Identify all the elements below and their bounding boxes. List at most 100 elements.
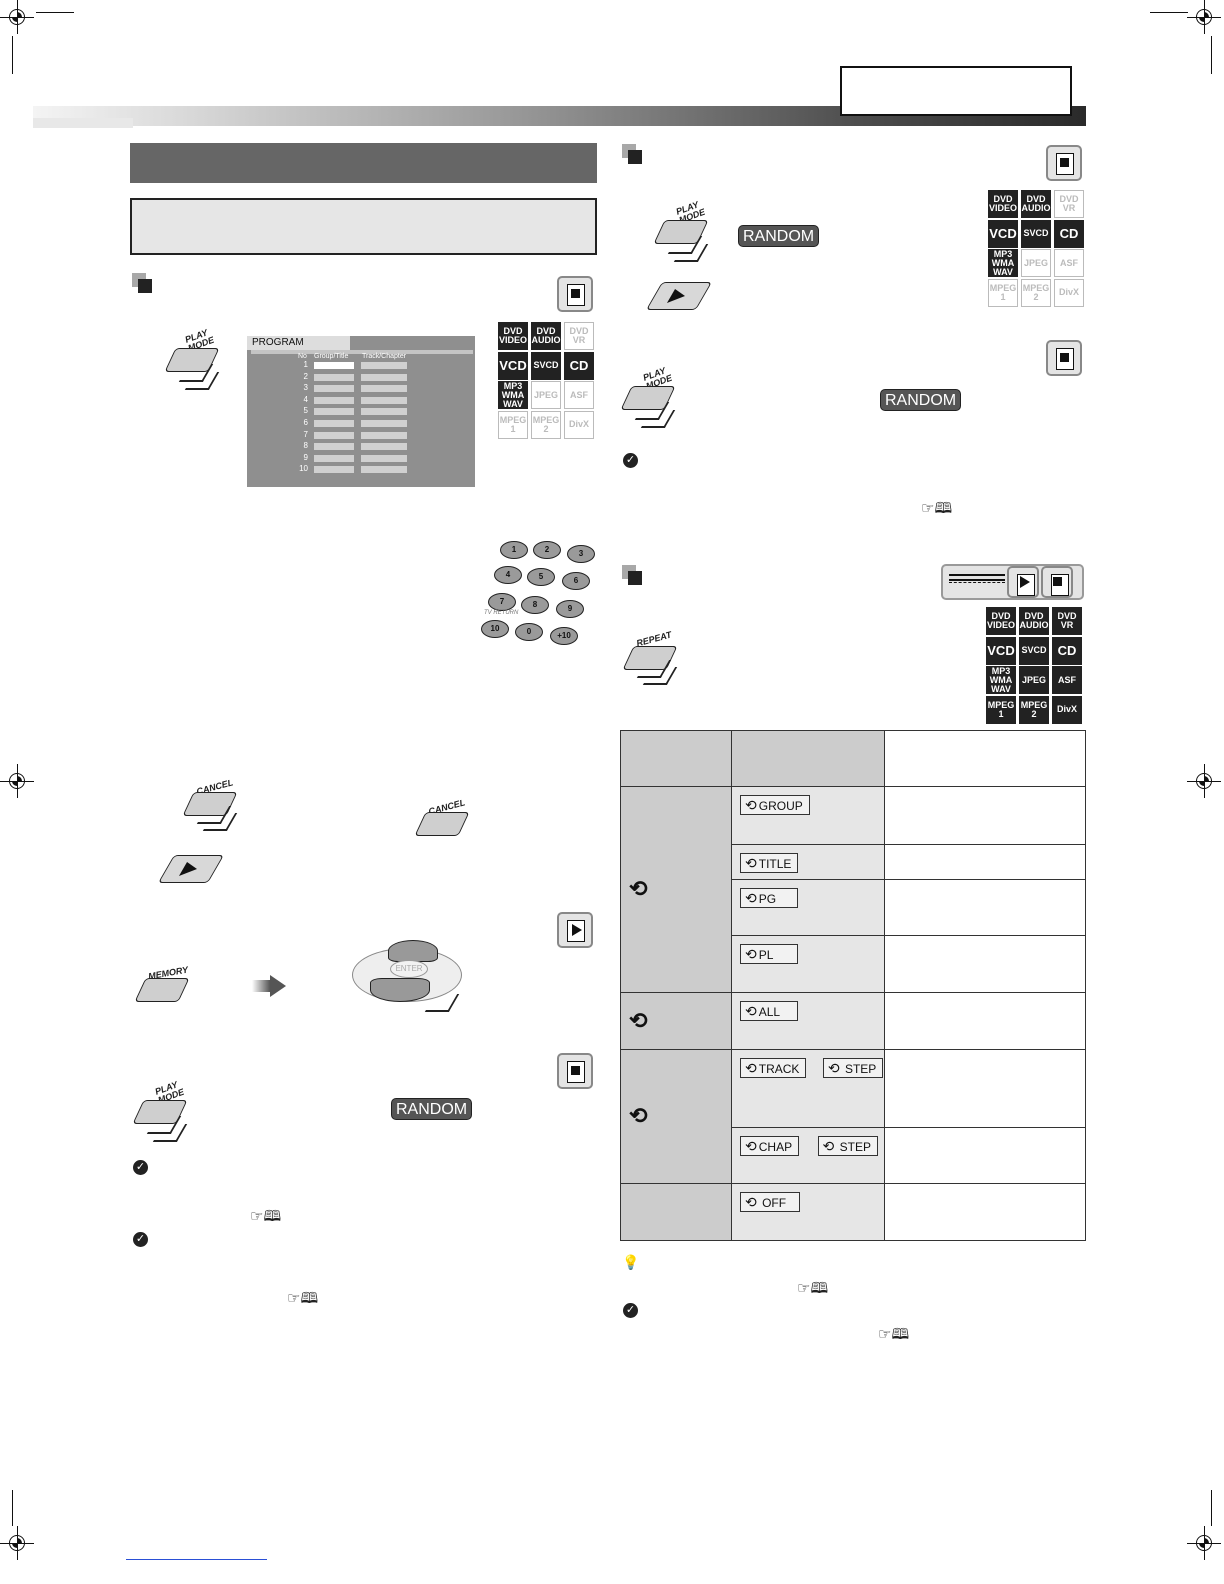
program-group-slot[interactable] [314,454,354,462]
program-track-slot[interactable] [361,396,407,404]
program-track-slot[interactable] [361,466,407,474]
trim-line [1150,12,1188,13]
numeric-key[interactable]: 2 [533,541,561,559]
header-band [33,106,1086,126]
table-cell [884,786,1086,846]
stop-mode-icon [1046,340,1082,376]
tip-icon: 💡 [622,1254,640,1270]
format-badge: DivX [1054,278,1084,307]
program-track-slot[interactable] [361,420,407,427]
table-cell: ⟲PG [731,879,885,937]
dpad-down[interactable] [370,978,430,1002]
play-button[interactable] [645,282,713,310]
footer-link-line [126,1559,267,1560]
program-screen-tab [247,336,350,350]
registration-mark-top-right [1187,0,1221,34]
program-row-number: 8 [303,441,308,451]
repeat-icon: ⟲ [745,1059,757,1076]
numeric-key[interactable]: 4 [494,566,522,584]
program-group-slot[interactable] [314,373,354,381]
program-track-slot[interactable] [361,385,407,393]
numeric-key[interactable]: 0 [515,623,543,641]
tv-return-label: TV RETURN [484,610,519,616]
program-group-slot[interactable] [314,396,354,404]
repeat-off-text: OFF [762,1195,787,1210]
format-badge: MP3 WMA WAV [988,249,1018,277]
section-intro-box [130,198,597,255]
cancel-button-small[interactable]: CANCEL [414,797,474,836]
program-track-slot[interactable] [361,431,407,439]
table-cell: ⟲TITLE [731,844,885,881]
play-mode-icon [1007,566,1039,598]
stop-mode-icon [557,276,593,312]
subsection-bullet-repeat [622,565,642,585]
table-header-cell [620,729,732,788]
program-row-number: 10 [299,464,308,474]
program-track-slot[interactable] [361,408,407,416]
format-badge: ASF [564,381,594,409]
trim-line [36,12,74,13]
program-row-number: 5 [303,406,308,416]
arrow-right-icon [252,975,288,997]
header-band-light [33,118,133,128]
format-badge: DVD AUDIO [1021,190,1051,218]
program-col-no: No [298,353,307,360]
repeat-step-label: ⟲ STEP [817,1135,878,1156]
repeat-chap-label: ⟲CHAP [740,1135,800,1156]
repeat-icon: ⟲ [745,1137,757,1154]
repeat-all-text: ALL [758,1004,781,1019]
format-badge: SVCD [1021,219,1051,248]
numeric-key[interactable]: +10 [550,627,578,645]
dpad-up[interactable] [388,940,438,962]
format-badge: MPEG 1 [986,695,1016,724]
numeric-key[interactable]: 6 [562,572,590,590]
registration-mark-mid-right [1187,764,1221,798]
numeric-key[interactable]: 3 [567,545,595,563]
numeric-key[interactable]: 5 [527,568,555,586]
format-badge: CD [1054,219,1084,248]
repeat-button[interactable]: REPEAT [622,630,682,686]
repeat-icon: ⟲ [822,1137,835,1154]
numeric-key[interactable]: 7 [488,593,516,611]
cancel-button[interactable]: CANCEL [182,777,242,832]
format-badge: JPEG [1021,249,1051,277]
program-group-slot[interactable] [314,431,354,439]
numeric-key[interactable]: 10 [481,620,509,638]
repeat-title-text: TITLE [758,857,792,872]
program-group-slot[interactable] [314,408,354,416]
numeric-key[interactable]: 9 [556,600,584,618]
program-group-slot[interactable] [314,443,354,451]
program-group-slot[interactable] [314,466,354,474]
repeat-track-label: ⟲TRACK [740,1057,807,1078]
section-title-bar [130,143,597,183]
play-mode-button[interactable]: PLAY MODE [620,365,680,430]
numeric-key[interactable]: 8 [521,596,549,614]
repeat-pl-text: PL [758,948,774,963]
table-cell: ⟲ALL [731,991,885,1050]
play-button[interactable] [157,855,225,883]
program-group-slot[interactable] [314,420,354,427]
format-badge: DVD AUDIO [1019,607,1049,635]
program-group-slot[interactable] [314,362,354,369]
table-cell: ⟲CHAP ⟲ STEP [731,1126,885,1184]
repeat-chap-text: CHAP [758,1139,793,1154]
format-badge: DVD VIDEO [498,322,528,350]
repeat-track-text: TRACK [758,1061,800,1076]
program-track-slot[interactable] [361,443,407,451]
program-track-slot[interactable] [361,362,407,369]
program-track-slot[interactable] [361,373,407,381]
direction-pad[interactable]: ENTER [352,938,462,1012]
enter-button[interactable]: ENTER [390,960,428,978]
display-icon [949,574,1005,581]
program-group-slot[interactable] [314,385,354,393]
play-mode-button[interactable]: PLAY MODE [162,327,222,390]
memory-button[interactable]: MEMORY [134,965,194,1004]
program-screen-title: PROGRAM [252,337,304,348]
numeric-key[interactable]: 1 [500,541,528,559]
play-mode-button[interactable]: PLAY MODE [653,199,713,264]
format-badge: DVD VR [1052,607,1082,635]
program-track-slot[interactable] [361,454,407,462]
play-mode-button[interactable]: PLAY MODE [132,1079,192,1144]
program-row-number: 6 [303,418,308,427]
check-icon: ✓ [133,1160,148,1175]
